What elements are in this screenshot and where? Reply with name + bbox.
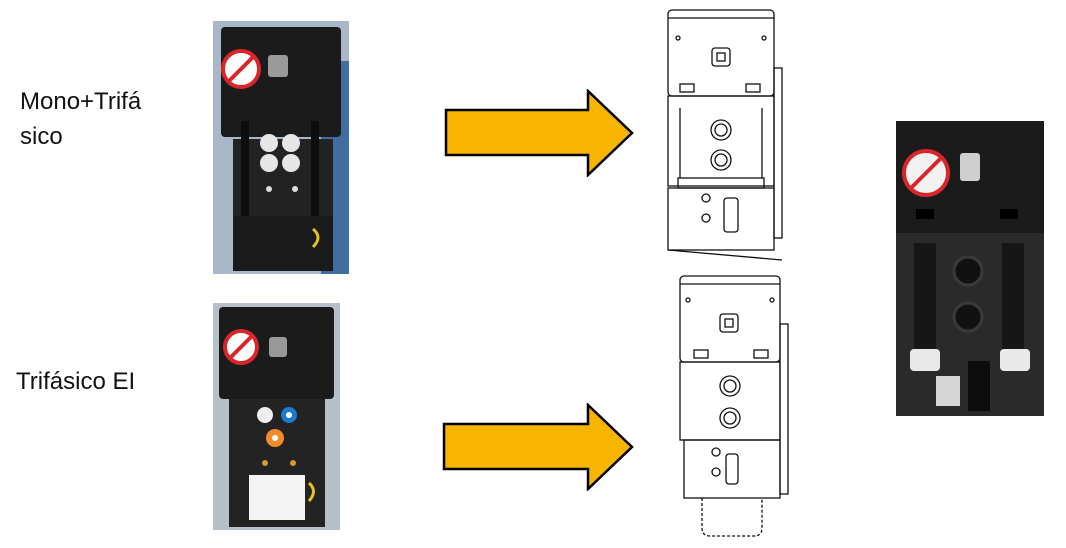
arrow-right-bottom — [442, 403, 634, 491]
actuator-line-drawing-top — [667, 9, 783, 261]
label-trifasico-ei: Trifásico EI — [16, 368, 136, 395]
actuator-line-drawing-bottom — [679, 275, 789, 537]
actuator-trifasico-ei-photo — [213, 303, 340, 530]
arrow-right-top — [444, 89, 634, 177]
label-mono-trifasico: Mono+Trifá sico — [20, 88, 142, 150]
actuator-closeup-photo — [896, 121, 1044, 416]
actuator-mono-trifasico-photo — [213, 21, 349, 274]
